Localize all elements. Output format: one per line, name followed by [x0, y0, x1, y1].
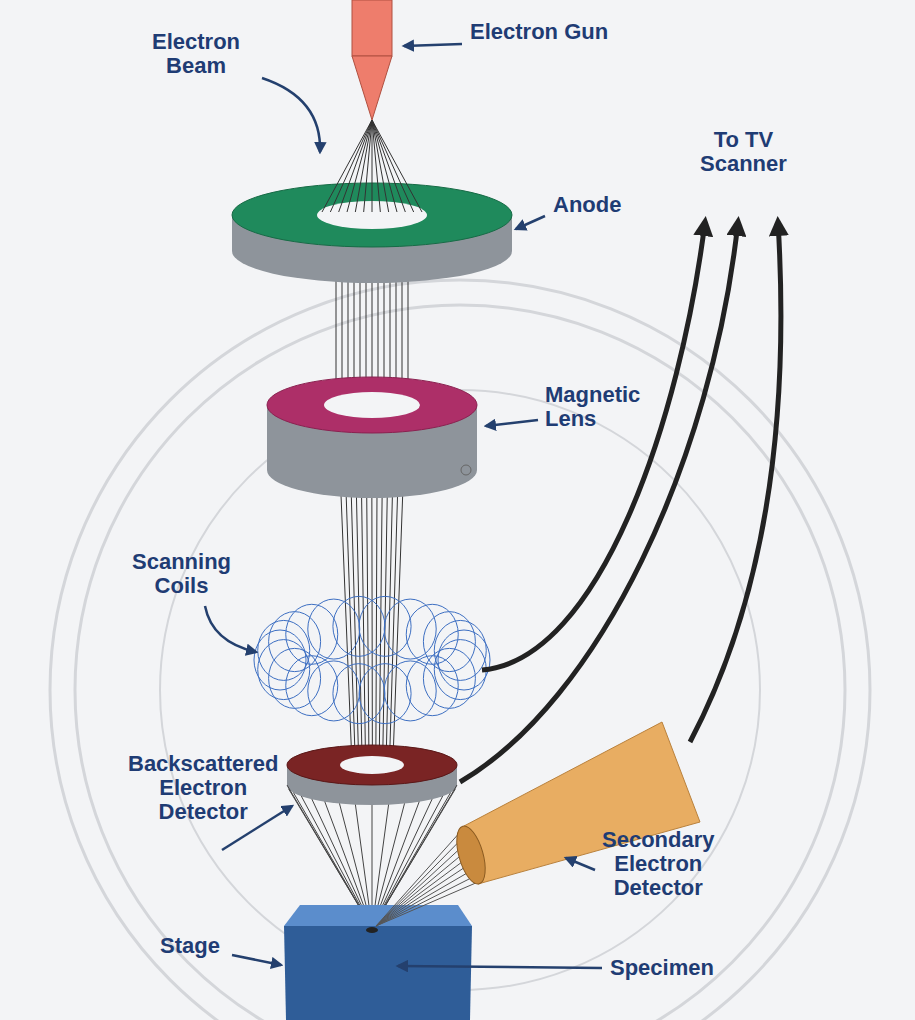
backscattered-detector — [287, 745, 457, 805]
part-label: Anode — [553, 193, 621, 217]
part-label: To TV Scanner — [700, 128, 787, 176]
specimen-dot — [366, 927, 378, 933]
part-label: Electron Beam — [152, 30, 240, 78]
stage-block — [284, 905, 472, 1020]
leader-arrows — [205, 44, 602, 968]
part-label: Backscattered Electron Detector — [128, 752, 278, 825]
signal-arrows — [460, 222, 781, 782]
part-label: Electron Gun — [470, 20, 608, 44]
watermark-seal — [50, 280, 870, 1020]
electron-gun — [352, 0, 392, 120]
scanning-coils — [254, 596, 490, 723]
part-label: Specimen — [610, 956, 714, 980]
electron-beam-lines — [336, 240, 408, 765]
part-label: Magnetic Lens — [545, 383, 640, 431]
part-label: Stage — [160, 934, 220, 958]
magnetic-lens — [267, 377, 477, 498]
part-label: Secondary Electron Detector — [602, 828, 715, 901]
part-label: Scanning Coils — [132, 550, 231, 598]
electron-beam-fan — [322, 120, 422, 212]
